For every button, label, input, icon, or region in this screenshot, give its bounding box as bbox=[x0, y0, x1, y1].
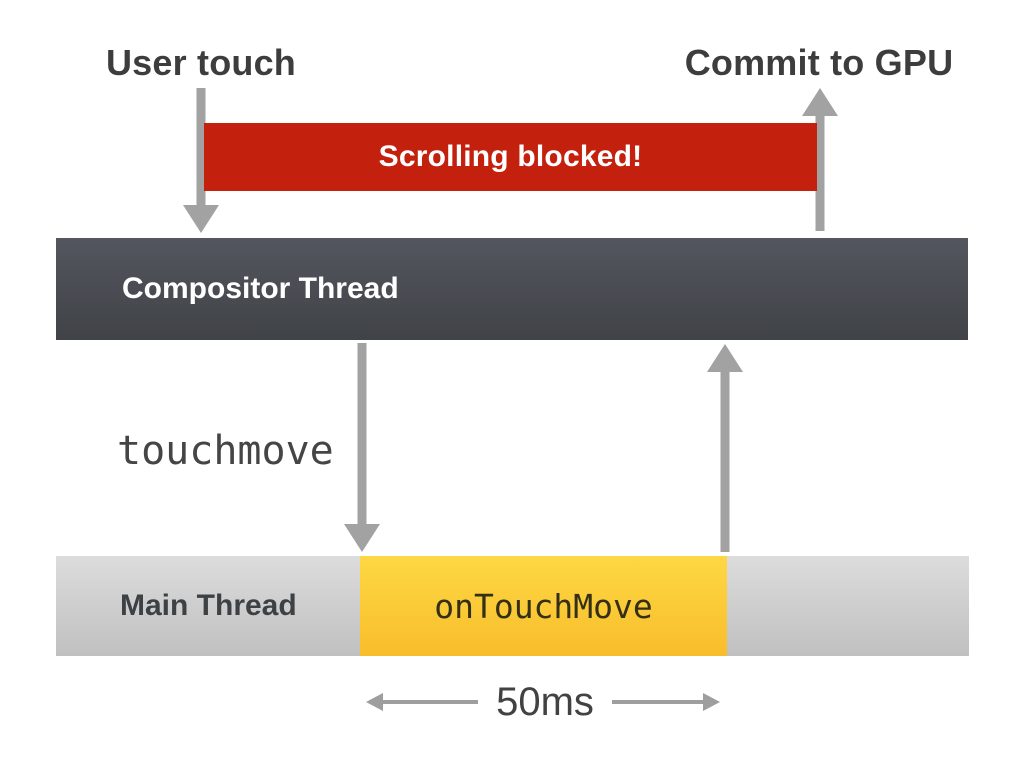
arrow-head-right-icon bbox=[703, 693, 720, 711]
main-thread-up-arrow bbox=[707, 344, 743, 552]
arrow-line bbox=[612, 700, 706, 704]
commit-gpu-up-arrow bbox=[802, 88, 838, 231]
duration-arrow-left bbox=[366, 691, 478, 713]
duration-label: 50ms bbox=[496, 680, 594, 724]
duration-arrow-right bbox=[612, 691, 720, 713]
touchmove-down-arrow bbox=[344, 343, 380, 552]
main-thread-label: Main Thread bbox=[120, 589, 297, 622]
arrow-shaft bbox=[720, 371, 730, 552]
arrow-shaft bbox=[815, 115, 825, 231]
compositor-thread-label: Compositor Thread bbox=[122, 272, 399, 305]
arrow-head-left-icon bbox=[366, 693, 383, 711]
arrow-head-down-icon bbox=[183, 205, 219, 233]
user-touch-label: User touch bbox=[105, 42, 297, 83]
main-thread-bar: Main Thread onTouchMove bbox=[56, 556, 969, 656]
ontouchmove-handler-label: onTouchMove bbox=[434, 586, 653, 626]
arrow-head-up-icon bbox=[802, 88, 838, 116]
arrow-shaft bbox=[357, 343, 367, 525]
touchmove-event-label: touchmove bbox=[117, 428, 334, 474]
user-touch-down-arrow bbox=[183, 88, 219, 233]
arrow-line bbox=[380, 700, 478, 704]
scrolling-blocked-text: Scrolling blocked! bbox=[378, 140, 643, 173]
scrolling-blocked-banner: Scrolling blocked! bbox=[204, 123, 817, 191]
arrow-head-up-icon bbox=[707, 344, 743, 372]
commit-to-gpu-label: Commit to GPU bbox=[684, 42, 954, 83]
compositor-thread-bar: Compositor Thread bbox=[56, 238, 968, 340]
ontouchmove-busy-segment: onTouchMove bbox=[360, 556, 727, 656]
arrow-shaft bbox=[196, 88, 206, 206]
arrow-head-down-icon bbox=[344, 524, 380, 552]
